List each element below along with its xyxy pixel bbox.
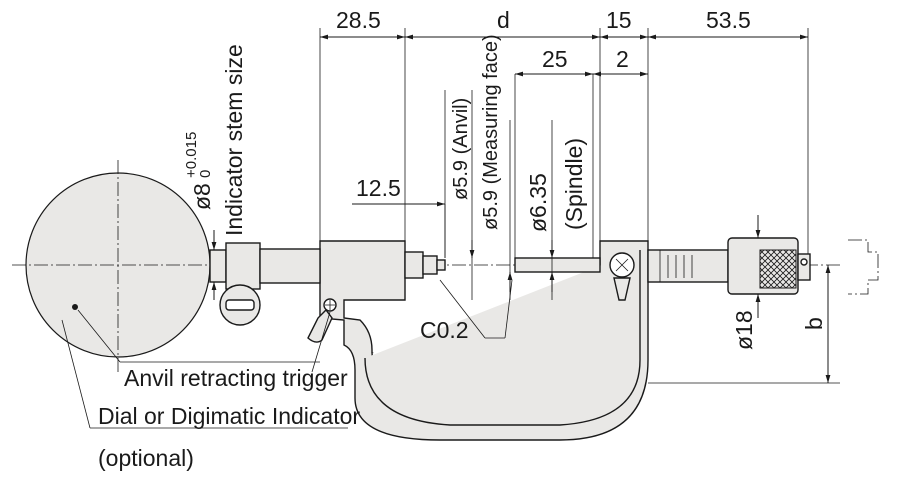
spindle-diameter: ø6.35 [525, 173, 551, 232]
dim-d: d [497, 7, 510, 33]
indicator-stem-label: Indicator stem size [221, 44, 247, 236]
thimble [647, 237, 811, 295]
measuring-face-diameter: ø5.9 (Measuring face) [480, 34, 502, 230]
dim-2: 2 [616, 46, 629, 72]
anvil-trigger-label: Anvil retracting trigger [124, 365, 348, 391]
anvil-diameter: ø5.9 (Anvil) [450, 98, 472, 200]
anvil-retracting-trigger [307, 298, 337, 343]
dim-15: 15 [606, 7, 632, 33]
dial-indicator [25, 160, 211, 372]
thimble-diameter: ø18 [731, 310, 757, 350]
stem-diameter: ø8 [189, 183, 215, 210]
dial-indicator-label: Dial or Digimatic Indicator [98, 403, 360, 429]
dim-12-5: 12.5 [356, 175, 401, 201]
anvil [404, 251, 446, 279]
optional-label: (optional) [98, 445, 194, 471]
dim-53-5: 53.5 [706, 7, 751, 33]
spindle-lock [609, 252, 635, 301]
dim-c0-2: C0.2 [420, 317, 469, 343]
dim-b: b [801, 317, 827, 330]
stem-tolerance-plus: +0.015 [183, 132, 200, 178]
dim-25: 25 [542, 46, 568, 72]
spindle [514, 257, 601, 273]
spindle-word: (Spindle) [561, 138, 587, 230]
dim-28-5: 28.5 [336, 7, 381, 33]
rear-stem [209, 242, 321, 326]
frame [319, 240, 649, 441]
stem-tolerance-zero: 0 [197, 170, 214, 178]
